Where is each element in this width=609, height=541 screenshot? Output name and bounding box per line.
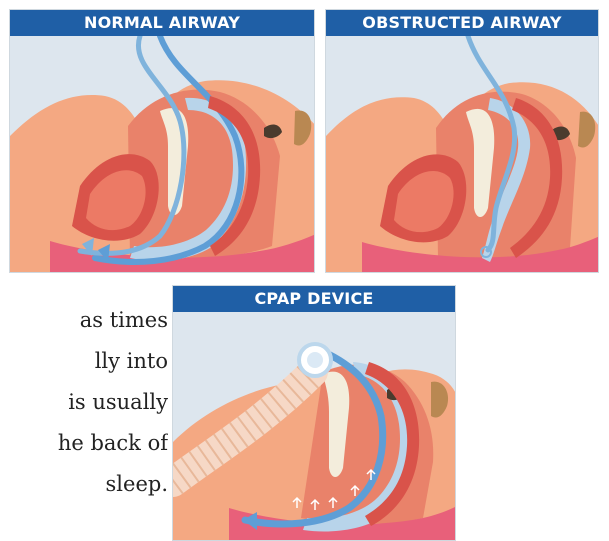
cpap-mask-inner	[307, 352, 323, 368]
cpap-device-illustration	[173, 312, 456, 541]
body-text-line: is usually	[0, 382, 168, 423]
cpap-device-title: CPAP DEVICE	[173, 286, 455, 312]
body-text-line: sleep.	[0, 464, 168, 505]
obstructed-airway-panel: OBSTRUCTED AIRWAY	[325, 9, 599, 273]
obstructed-airway-title: OBSTRUCTED AIRWAY	[326, 10, 598, 36]
cpap-device-panel: CPAP DEVICE	[172, 285, 456, 541]
body-text-line: lly into	[0, 341, 168, 382]
body-text: as times lly into is usually he back of …	[0, 300, 168, 505]
normal-airway-panel: NORMAL AIRWAY	[9, 9, 315, 273]
normal-airway-illustration	[10, 36, 315, 273]
obstructed-airway-illustration	[326, 36, 599, 273]
normal-airway-title: NORMAL AIRWAY	[10, 10, 314, 36]
body-text-line: he back of	[0, 423, 168, 464]
body-text-line: as times	[0, 300, 168, 341]
